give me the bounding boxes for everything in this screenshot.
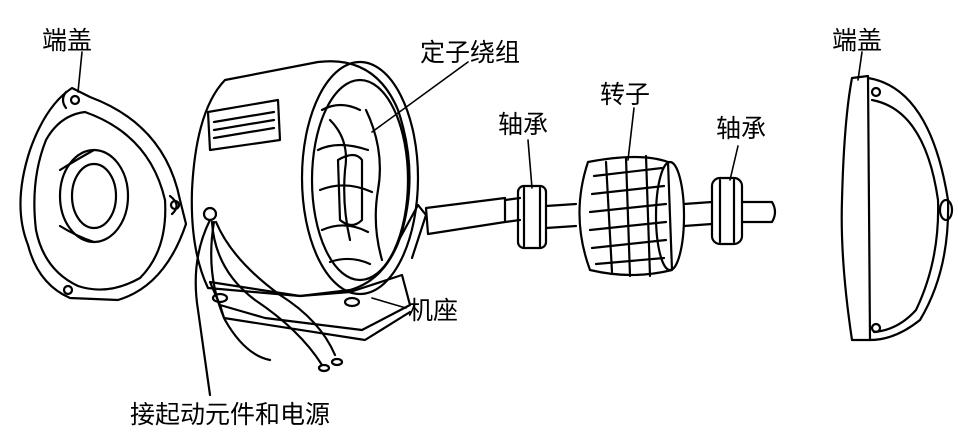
label-end-cover-right: 端盖 — [832, 26, 883, 55]
frame-stator — [190, 60, 428, 397]
leader-lines — [371, 61, 739, 309]
label-end-cover-left: 端盖 — [42, 26, 93, 55]
label-rotor: 转子 — [600, 80, 651, 109]
left-end-cover — [19, 51, 188, 302]
label-stator-winding: 定子绕组 — [420, 38, 521, 67]
right-end-cover — [840, 51, 954, 342]
label-frame: 机座 — [408, 296, 459, 325]
shaft-rotor-assembly — [424, 154, 777, 278]
label-starting-components: 接起动元件和电源 — [130, 400, 331, 429]
label-bearing-left: 轴承 — [498, 110, 549, 139]
label-bearing-right: 轴承 — [716, 114, 767, 143]
